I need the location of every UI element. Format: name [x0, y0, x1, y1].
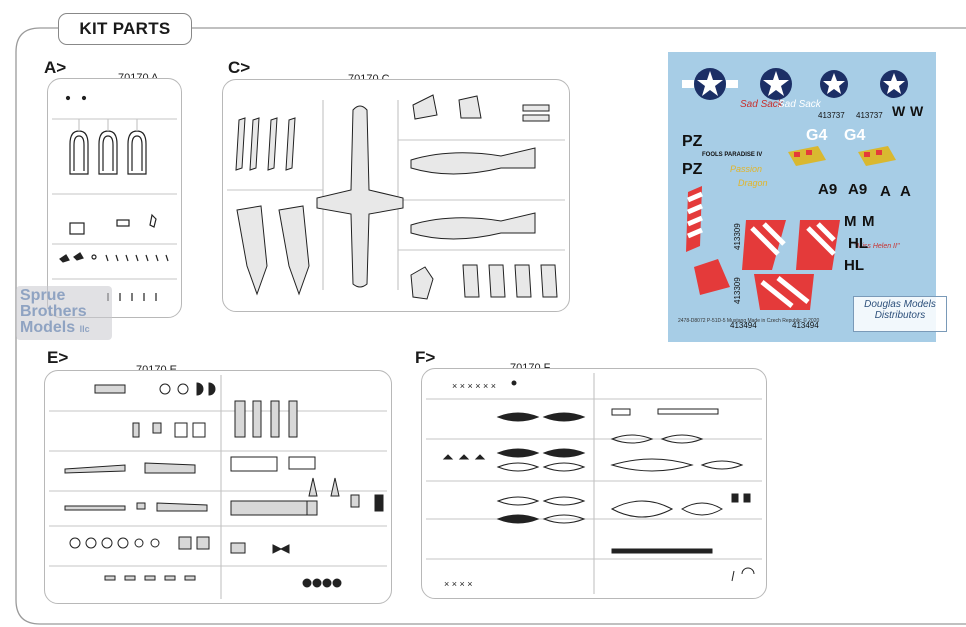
- decal-code-m-1: M: [844, 213, 857, 230]
- decal-code-w-1: W: [892, 103, 906, 119]
- decal-code-g4-2: G4: [844, 127, 865, 144]
- section-a-label: A>: [44, 58, 67, 77]
- decal-code-hl-2: HL: [844, 257, 864, 274]
- decal-serial-6: 413494: [792, 321, 819, 330]
- decal-serial-5: 413494: [730, 321, 757, 330]
- decal-code-a9-1: A9: [818, 181, 837, 198]
- decal-footer: 2478-D8072 P-51D-5 Mustang Made in Czech…: [678, 317, 819, 324]
- sprue-e-parts: [49, 375, 387, 599]
- douglas-models-badge: Douglas Models Distributors: [853, 296, 947, 332]
- svg-text:× × × × × ×: × × × × × ×: [452, 381, 496, 391]
- kit-parts-title: KIT PARTS: [58, 13, 192, 45]
- decal-code-m-2: M: [862, 213, 875, 230]
- decal-code-hl-1: HL: [848, 235, 868, 252]
- watermark-logo: Sprue Brothers Models llc: [16, 286, 112, 340]
- decal-serial-3: 413309: [733, 223, 742, 250]
- decal-code-g4-1: G4: [806, 127, 827, 144]
- svg-text:"Miss Helen II": "Miss Helen II": [854, 243, 900, 250]
- decal-serial-1: 413737: [818, 111, 845, 120]
- decal-name-fools-paradise: FOOLS PARADISE IV: [702, 152, 762, 158]
- svg-text:Passion: Passion: [730, 164, 762, 174]
- decal-code-a9-2: A9: [848, 181, 867, 198]
- decal-serial-2: 413737: [856, 111, 883, 120]
- decal-serial-4: 413309: [733, 277, 742, 304]
- sprue-a-frame: [47, 78, 182, 318]
- section-c-label: C>: [228, 58, 251, 77]
- sprue-c-frame: [222, 79, 570, 312]
- watermark-line-1: Sprue: [20, 287, 66, 304]
- watermark-line-2: Brothers: [20, 303, 87, 320]
- svg-text:Dragon: Dragon: [738, 178, 768, 188]
- decal-code-pz-1: PZ: [682, 133, 703, 150]
- decal-code-a-2: A: [900, 183, 911, 200]
- sprue-c-parts: [227, 94, 565, 300]
- section-e-label: E>: [47, 348, 69, 367]
- watermark-suffix: llc: [79, 324, 90, 334]
- sprue-f-frame: × × × × × × × × × ×: [421, 368, 767, 599]
- svg-text:Sad Sack: Sad Sack: [778, 99, 822, 110]
- decal-artwork: Sad Sack Sad Sack Passion Dragon "Miss H…: [678, 68, 924, 330]
- sprue-a-parts: [52, 95, 177, 301]
- section-f-label: F>: [415, 348, 436, 367]
- decal-code-pz-2: PZ: [682, 161, 703, 178]
- decal-code-w-2: W: [910, 103, 924, 119]
- svg-text:Sad Sack: Sad Sack: [740, 99, 784, 110]
- decal-sheet: Sad Sack Sad Sack Passion Dragon "Miss H…: [668, 52, 936, 342]
- sprue-e-frame: [44, 370, 392, 604]
- sprue-f-parts: × × × × × × × × × ×: [426, 373, 762, 594]
- svg-text:× × × ×: × × × ×: [444, 579, 473, 589]
- watermark-line-3: Models: [20, 319, 76, 336]
- decal-code-a-1: A: [880, 183, 891, 200]
